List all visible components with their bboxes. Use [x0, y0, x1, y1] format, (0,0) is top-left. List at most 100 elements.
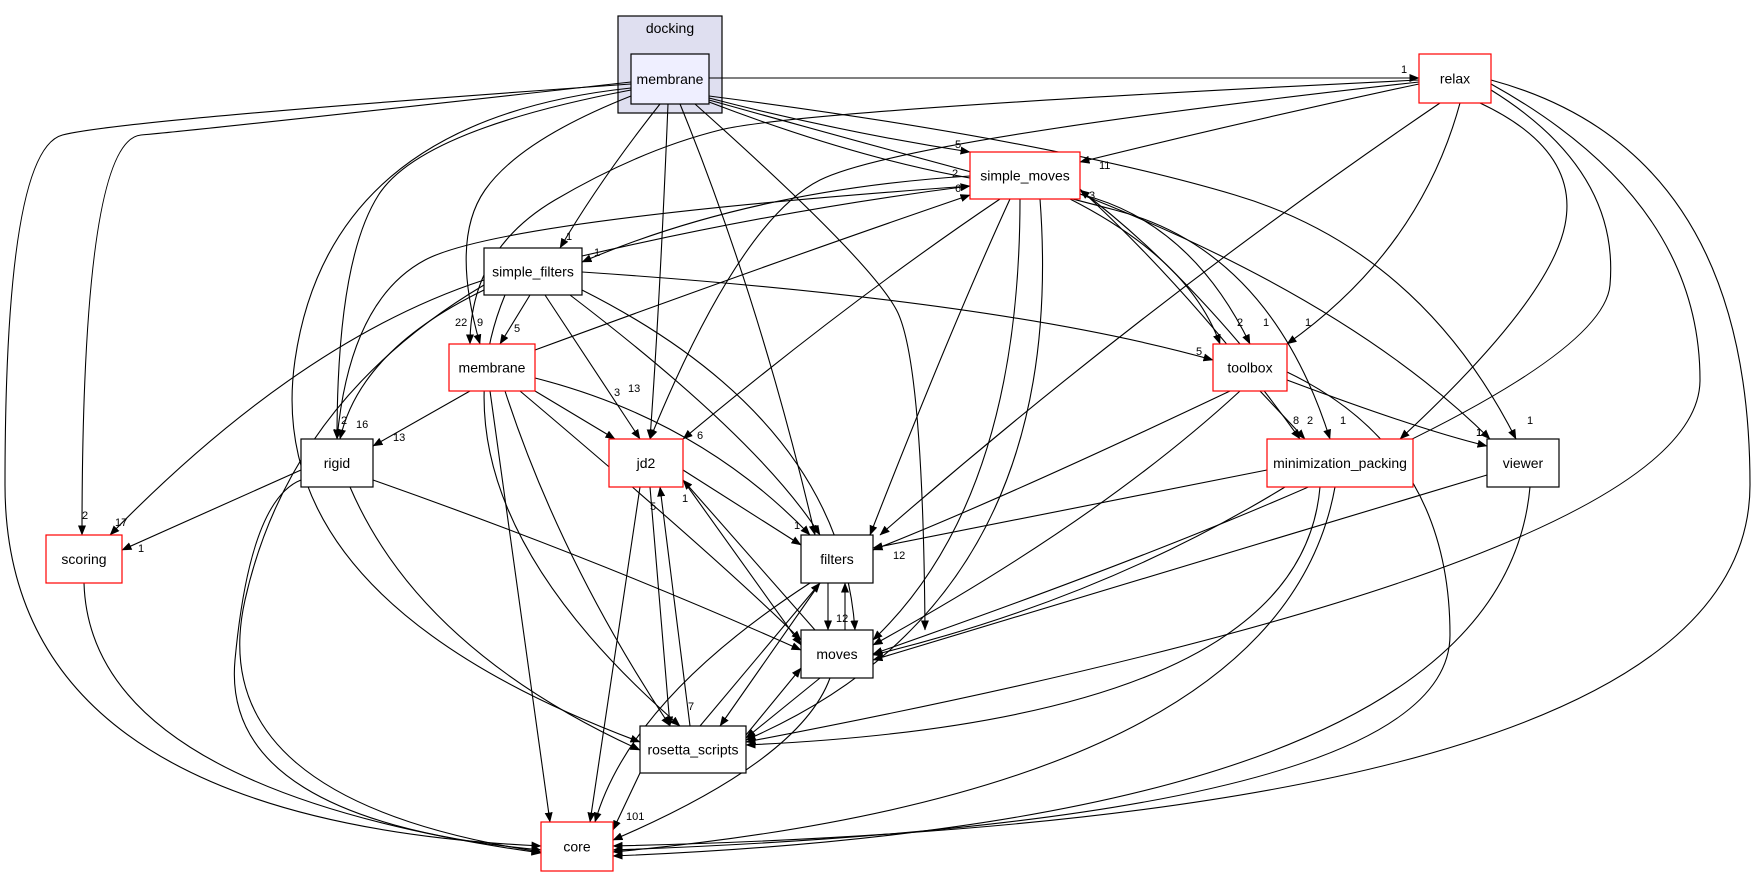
node-toolbox[interactable]: toolbox — [1212, 343, 1288, 392]
edge-line[interactable] — [872, 486, 1286, 657]
node-jd2[interactable]: jd2 — [608, 438, 684, 488]
edge-membrane_focus-to-simple_moves[interactable]: 5 — [708, 97, 971, 155]
edge-line[interactable] — [612, 79, 1751, 850]
edge-weight-label[interactable]: 2 — [82, 510, 88, 522]
edge-relax-to-minimization_packing[interactable] — [1399, 102, 1568, 440]
edge-simple_filters-to-filters[interactable] — [569, 294, 821, 536]
node-minimization-packing[interactable]: minimization_packing — [1266, 438, 1414, 488]
edge-line[interactable] — [372, 479, 802, 651]
edge-line[interactable] — [4, 83, 632, 850]
edge-relax-to-jd2[interactable] — [649, 81, 1420, 440]
edge-line[interactable] — [333, 185, 971, 440]
edge-toolbox-to-filters[interactable] — [872, 390, 1231, 551]
edge-line[interactable] — [499, 294, 531, 345]
edge-relax-to-moves[interactable] — [872, 89, 1612, 655]
edge-line[interactable] — [708, 97, 971, 155]
edge-rigid-to-rosetta_scripts[interactable] — [349, 486, 641, 751]
edge-rigid-to-core[interactable] — [233, 479, 542, 854]
edge-weight-label[interactable]: 5 — [955, 139, 961, 151]
edge-relax-to-toolbox[interactable]: 1 — [1286, 102, 1461, 345]
node-filters[interactable]: filters — [800, 534, 874, 584]
edge-line[interactable] — [109, 279, 485, 536]
edge-line[interactable] — [612, 677, 831, 841]
edge-line[interactable] — [745, 198, 1044, 741]
node-label[interactable]: filters — [820, 551, 853, 567]
edge-membrane-to-core[interactable] — [489, 390, 553, 823]
edge-minimization_packing-to-filters[interactable]: 12 — [872, 469, 1268, 562]
edge-rosetta_scripts-to-jd2[interactable]: 7 — [657, 486, 694, 727]
edge-line[interactable] — [1259, 390, 1306, 440]
node-box[interactable] — [639, 725, 747, 774]
edge-weight-label[interactable]: 1 — [1527, 415, 1533, 427]
edge-weight-label[interactable]: 5 — [650, 501, 656, 513]
edge-line[interactable] — [581, 271, 1214, 362]
edge-toolbox-to-simple_moves[interactable]: 3 — [1079, 189, 1241, 345]
edge-weight-label[interactable]: 7 — [688, 701, 694, 713]
node-rosetta-scripts[interactable]: rosetta_scripts — [639, 725, 747, 774]
edge-simple_filters-to-jd2[interactable]: 13 — [544, 294, 641, 440]
edge-membrane-to-jd2[interactable]: 3 — [534, 387, 620, 440]
edge-line[interactable] — [1286, 379, 1488, 448]
edge-weight-label[interactable]: 1 — [566, 231, 572, 243]
edge-simple_moves-to-viewer[interactable]: 1 — [1079, 193, 1491, 440]
edge-simple_moves-to-filters[interactable] — [869, 198, 1011, 536]
edge-moves-to-core[interactable] — [612, 677, 831, 841]
edge-line[interactable] — [872, 390, 1241, 646]
edge-filters-to-rosetta_scripts[interactable] — [719, 582, 821, 727]
edge-simple_filters-to-simple_moves[interactable]: 2 — [581, 168, 971, 257]
edge-line[interactable] — [872, 390, 1231, 551]
edge-line[interactable] — [544, 294, 641, 440]
edge-membrane_focus-to-viewer[interactable]: 1 — [708, 95, 1533, 440]
edge-weight-label[interactable]: 13 — [628, 383, 640, 395]
edge-relax-to-rosetta_scripts[interactable] — [745, 83, 1701, 745]
edge-rigid-to-scoring[interactable]: 1 — [121, 469, 302, 555]
edge-simple_moves-to-simple_filters[interactable]: 1 — [581, 175, 971, 263]
edge-membrane_focus-to-relax[interactable]: 1 — [709, 64, 1420, 82]
edge-weight-label[interactable]: 1 — [1476, 427, 1482, 439]
edge-membrane-to-moves[interactable] — [519, 390, 802, 641]
node-label[interactable]: relax — [1440, 71, 1470, 87]
node-box[interactable] — [608, 438, 684, 488]
edge-line[interactable] — [708, 95, 1517, 440]
node-box[interactable] — [969, 151, 1081, 200]
edge-weight-label[interactable]: 1 — [794, 520, 800, 532]
edge-line[interactable] — [1079, 189, 1241, 345]
edge-line[interactable] — [708, 101, 1251, 345]
edge-line[interactable] — [699, 582, 821, 727]
edge-line[interactable] — [869, 198, 1011, 536]
edge-line[interactable] — [682, 198, 1001, 440]
edge-line[interactable] — [465, 95, 632, 345]
edge-weight-label[interactable]: 2 — [1307, 415, 1313, 427]
edge-weight-label[interactable]: 1 — [1476, 427, 1482, 439]
edge-line[interactable] — [581, 175, 971, 263]
edge-membrane_focus-to-minimization_packing[interactable]: 1 — [708, 99, 1346, 440]
edge-weight-label[interactable]: 6 — [955, 183, 961, 195]
edge-line[interactable] — [872, 469, 1268, 551]
node-box[interactable] — [483, 247, 583, 296]
edge-line[interactable] — [489, 390, 553, 823]
edge-weight-label[interactable]: 1 — [1401, 64, 1407, 76]
edge-membrane-to-simple_moves[interactable]: 6 — [534, 183, 971, 351]
edge-line[interactable] — [534, 390, 616, 440]
edge-toolbox-to-minimization_packing[interactable]: 2 — [1259, 390, 1313, 440]
edge-line[interactable] — [1079, 193, 1491, 440]
edge-weight-label[interactable]: 1 — [1305, 317, 1311, 329]
edge-line[interactable] — [78, 81, 632, 536]
edge-membrane_focus-to-rigid[interactable]: 2 — [333, 89, 632, 440]
node-label[interactable]: viewer — [1503, 455, 1544, 471]
edge-weight-label[interactable]: 9 — [477, 317, 483, 329]
node-label[interactable]: simple_filters — [492, 264, 574, 280]
edge-weight-label[interactable]: 1 — [1263, 317, 1269, 329]
edge-jd2-to-core[interactable] — [587, 486, 641, 823]
edge-weight-label[interactable]: 3 — [1089, 190, 1095, 202]
node-box[interactable] — [800, 534, 874, 584]
edge-membrane-to-rigid[interactable]: 13 — [372, 390, 471, 447]
edge-weight-label[interactable]: 5 — [514, 323, 520, 335]
edge-weight-label[interactable]: 1 — [682, 493, 688, 505]
edge-line[interactable] — [682, 469, 802, 546]
node-membrane-focus[interactable]: membrane — [630, 53, 710, 105]
edge-simple_filters-to-toolbox[interactable]: 5 — [581, 271, 1214, 362]
edge-rosetta_scripts-to-filters[interactable] — [699, 582, 821, 727]
edge-membrane-to-filters[interactable] — [534, 377, 811, 536]
edge-minimization_packing-to-core[interactable] — [612, 486, 1336, 856]
